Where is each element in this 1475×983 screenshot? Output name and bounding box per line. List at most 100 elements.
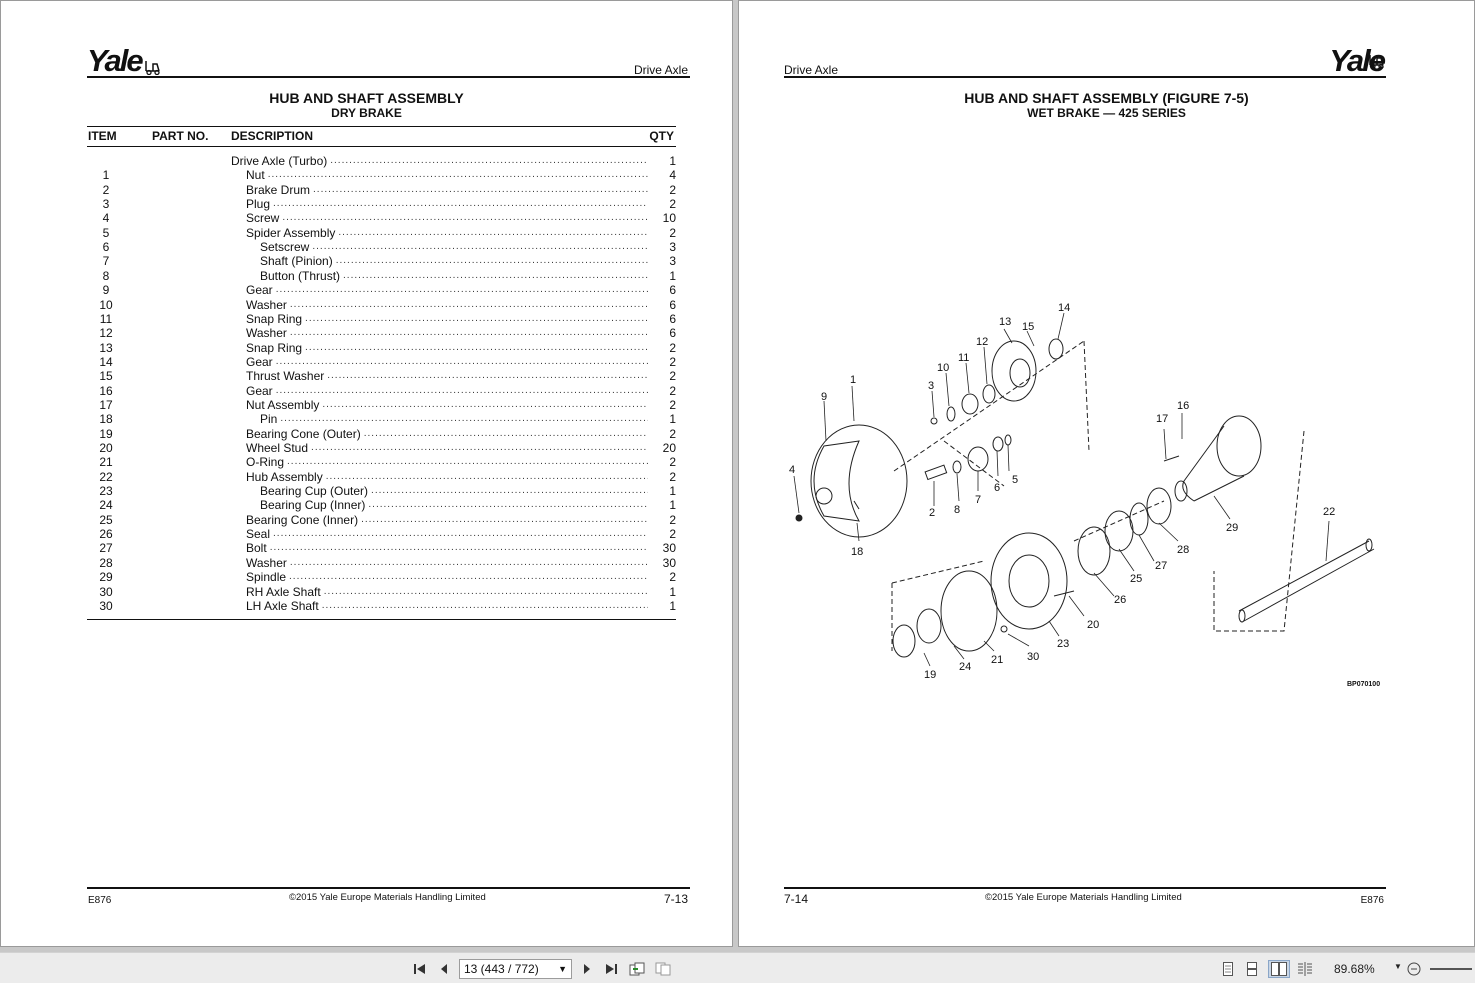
description-text: Gear bbox=[246, 383, 276, 398]
col-header-description: DESCRIPTION bbox=[231, 129, 314, 143]
leader-dots: ........................................… bbox=[305, 312, 648, 324]
description-text: Nut bbox=[246, 168, 268, 183]
last-page-icon[interactable] bbox=[603, 961, 619, 977]
item-number: 3 bbox=[102, 197, 110, 212]
leader-dots: ........................................… bbox=[275, 284, 648, 296]
leader-dots: ........................................… bbox=[280, 413, 648, 425]
zoom-dropdown-icon[interactable]: ▼ bbox=[1394, 962, 1402, 971]
callout-7: 7 bbox=[975, 494, 981, 506]
table-row: 3 Plug...................................… bbox=[88, 197, 676, 212]
part-description: Bearing Cup (Outer).....................… bbox=[260, 484, 648, 499]
leader-dots: ........................................… bbox=[327, 370, 648, 382]
next-page-icon[interactable] bbox=[579, 961, 595, 977]
part-description: LH Axle Shaft...........................… bbox=[246, 598, 648, 613]
part-description: Washer..................................… bbox=[246, 326, 648, 341]
item-number: 1 bbox=[102, 168, 110, 183]
leader-dots: ........................................… bbox=[289, 556, 648, 568]
callout-22: 22 bbox=[1323, 506, 1335, 518]
part-description: Nut Assembly............................… bbox=[246, 397, 648, 412]
table-row: Drive Axle (Turbo)......................… bbox=[88, 154, 676, 168]
quantity: 6 bbox=[669, 311, 676, 326]
single-page-icon[interactable] bbox=[1220, 961, 1236, 977]
description-text: Brake Drum bbox=[246, 182, 314, 197]
exploded-diagram: 1 2 3 4 5 6 7 8 9 10 11 12 13 14 15 16 1… bbox=[789, 302, 1375, 681]
part-description: Hub Assembly............................… bbox=[246, 469, 648, 484]
callout-10: 10 bbox=[937, 362, 949, 374]
part-description: Seal....................................… bbox=[246, 527, 648, 542]
copyright: ©2015 Yale Europe Materials Handling Lim… bbox=[985, 892, 1182, 903]
col-header-part-no: PART NO. bbox=[152, 129, 209, 143]
copyright: ©2015 Yale Europe Materials Handling Lim… bbox=[289, 892, 486, 903]
leader-dots: ........................................… bbox=[282, 212, 648, 224]
item-number: 25 bbox=[99, 512, 113, 527]
item-number: 10 bbox=[99, 297, 113, 312]
description-text: Bearing Cone (Outer) bbox=[246, 426, 364, 441]
description-text: Thrust Washer bbox=[246, 369, 328, 384]
next-view-icon[interactable] bbox=[655, 961, 671, 977]
part-description: Screw...................................… bbox=[246, 211, 648, 226]
part-description: Washer..................................… bbox=[246, 297, 648, 312]
description-text: RH Axle Shaft bbox=[246, 584, 324, 599]
prev-page-icon[interactable] bbox=[436, 961, 452, 977]
callout-29: 29 bbox=[1226, 522, 1238, 534]
table-bottom-rule bbox=[87, 619, 676, 620]
zoom-level[interactable]: 89.68% bbox=[1334, 962, 1375, 976]
zoom-out-icon[interactable] bbox=[1406, 961, 1422, 977]
description-text: Nut Assembly bbox=[246, 397, 323, 412]
callout-19: 19 bbox=[924, 669, 936, 681]
item-number: 12 bbox=[99, 326, 113, 341]
page-selector[interactable]: 13 (443 / 772) ▼ bbox=[459, 959, 572, 979]
continuous-icon[interactable] bbox=[1244, 961, 1260, 977]
quantity: 2 bbox=[669, 570, 676, 585]
part-description: Plug....................................… bbox=[246, 197, 648, 212]
leader-dots: ........................................… bbox=[269, 542, 648, 554]
part-description: Washer..................................… bbox=[246, 555, 648, 570]
quantity: 1 bbox=[669, 154, 676, 168]
item-number: 29 bbox=[99, 570, 113, 585]
quantity: 2 bbox=[669, 512, 676, 527]
part-description: Spider Assembly.........................… bbox=[246, 225, 648, 240]
item-number: 16 bbox=[99, 383, 113, 398]
figure-code: BP070100 bbox=[1347, 681, 1381, 688]
col-header-item: ITEM bbox=[88, 129, 117, 143]
quantity: 6 bbox=[669, 297, 676, 312]
leader-dots: ........................................… bbox=[343, 269, 648, 281]
leader-dots: ........................................… bbox=[330, 155, 648, 166]
first-page-icon[interactable] bbox=[412, 961, 428, 977]
part-description: Wheel Stud..............................… bbox=[246, 441, 648, 455]
quantity: 1 bbox=[669, 268, 676, 283]
item-number: 19 bbox=[99, 426, 113, 441]
part-description: Gear....................................… bbox=[246, 383, 648, 398]
item-number: 4 bbox=[102, 211, 110, 226]
table-header-rule bbox=[87, 146, 676, 147]
quantity: 10 bbox=[662, 211, 676, 226]
table-row: 4 Screw..................................… bbox=[88, 211, 676, 226]
continuous-facing-icon[interactable] bbox=[1297, 961, 1313, 977]
quantity: 2 bbox=[669, 197, 676, 212]
previous-view-icon[interactable] bbox=[629, 961, 645, 977]
leader-dots: ........................................… bbox=[275, 355, 648, 367]
zoom-slider[interactable] bbox=[1430, 968, 1472, 970]
facing-icon[interactable] bbox=[1268, 960, 1290, 978]
callout-24: 24 bbox=[959, 661, 971, 673]
leader-dots: ........................................… bbox=[322, 398, 648, 410]
quantity: 2 bbox=[669, 182, 676, 197]
part-description: Nut.....................................… bbox=[246, 168, 648, 183]
callout-15: 15 bbox=[1022, 321, 1034, 333]
leader-dots: ........................................… bbox=[311, 442, 648, 453]
description-text: Bearing Cone (Inner) bbox=[246, 512, 362, 527]
callout-5: 5 bbox=[1012, 474, 1018, 486]
quantity: 2 bbox=[669, 225, 676, 240]
header-rule bbox=[784, 76, 1386, 78]
callout-3: 3 bbox=[928, 380, 934, 392]
